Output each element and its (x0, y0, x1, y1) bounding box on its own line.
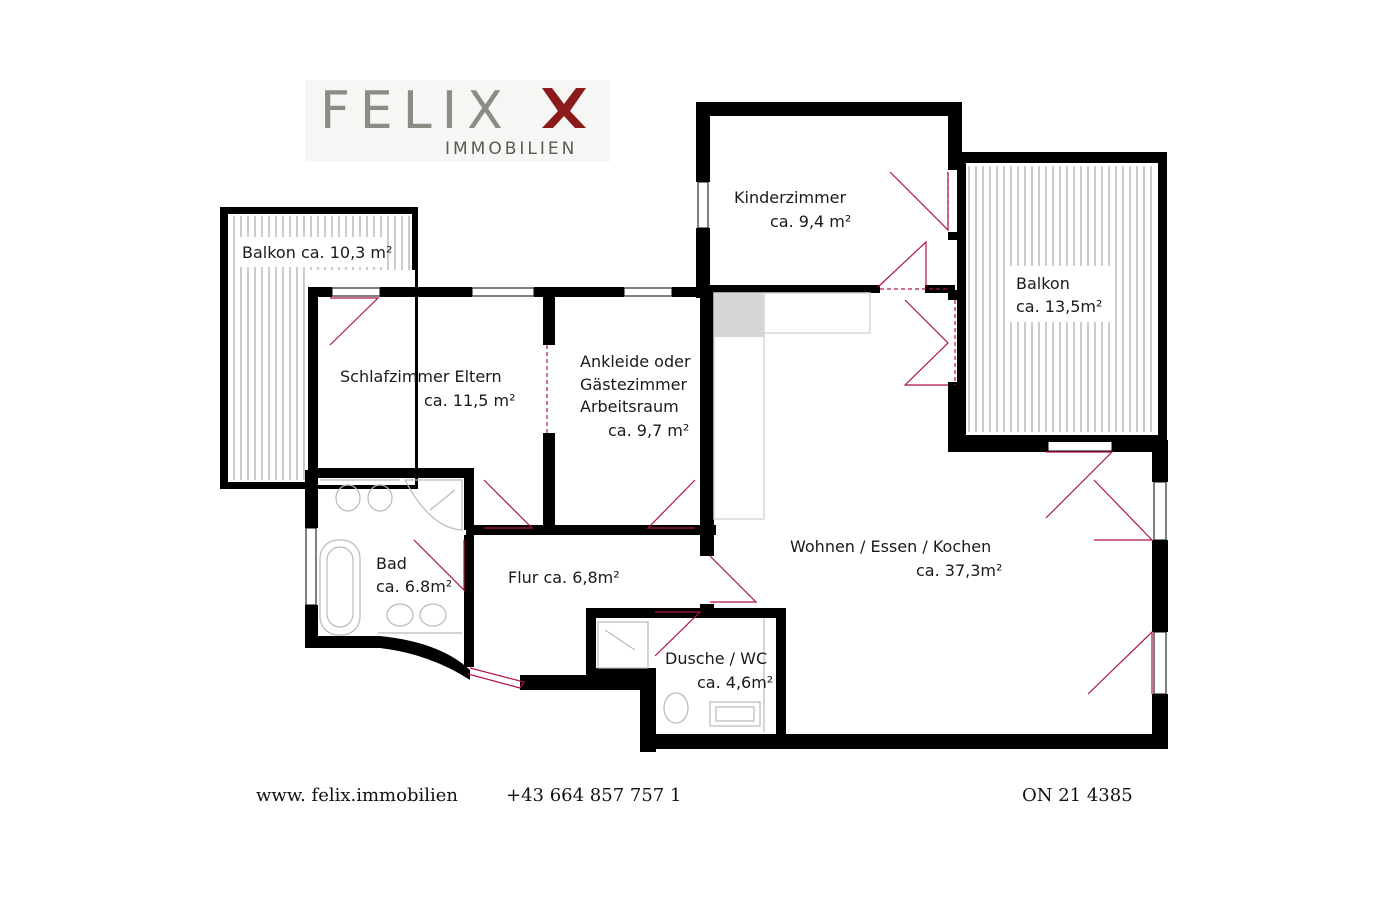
balcony-left: Balkon ca. 10,3 m² (220, 207, 418, 489)
balkon-left-label: Balkon ca. 10,3 m² (242, 243, 392, 262)
bad-name: Bad (376, 554, 407, 573)
walls (305, 102, 1168, 752)
footer-website: www. felix.immobilien (256, 785, 458, 806)
ankleide-line1: Ankleide oder (580, 352, 691, 371)
balcony-right: Balkon ca. 13,5m² (957, 152, 1167, 442)
room-labels: Kinderzimmer ca. 9,4 m² Schlafzimmer Elt… (340, 188, 1002, 692)
bad-area: ca. 6.8m² (376, 577, 452, 596)
ankleide-line2: Gästezimmer (580, 375, 688, 394)
logo-name: FELIX (320, 81, 513, 141)
flur-label: Flur ca. 6,8m² (508, 568, 620, 587)
balkon-right-area: ca. 13,5m² (1016, 297, 1102, 316)
ankleide-area: ca. 9,7 m² (608, 421, 689, 440)
schlafzimmer-name: Schlafzimmer Eltern (340, 367, 502, 386)
footer-phone: +43 664 857 757 1 (506, 785, 682, 806)
bathroom-fixtures (319, 479, 765, 732)
wohnen-name: Wohnen / Essen / Kochen (790, 537, 991, 556)
logo-x-mark (542, 88, 586, 128)
footer-reference: ON 21 4385 (1022, 785, 1133, 806)
windows (305, 181, 1167, 695)
schlafzimmer-area: ca. 11,5 m² (424, 391, 515, 410)
balkon-right-name: Balkon (1016, 274, 1070, 293)
kinderzimmer-area: ca. 9,4 m² (770, 212, 851, 231)
felix-logo: FELIX IMMOBILIEN (305, 80, 610, 162)
kitchen-counter (713, 292, 871, 520)
dusche-area: ca. 4,6m² (697, 673, 773, 692)
ankleide-line3: Arbeitsraum (580, 397, 679, 416)
wohnen-area: ca. 37,3m² (916, 561, 1002, 580)
dusche-name: Dusche / WC (665, 649, 767, 668)
kinderzimmer-name: Kinderzimmer (734, 188, 847, 207)
logo-sub: IMMOBILIEN (445, 139, 577, 159)
doors (329, 171, 1154, 695)
